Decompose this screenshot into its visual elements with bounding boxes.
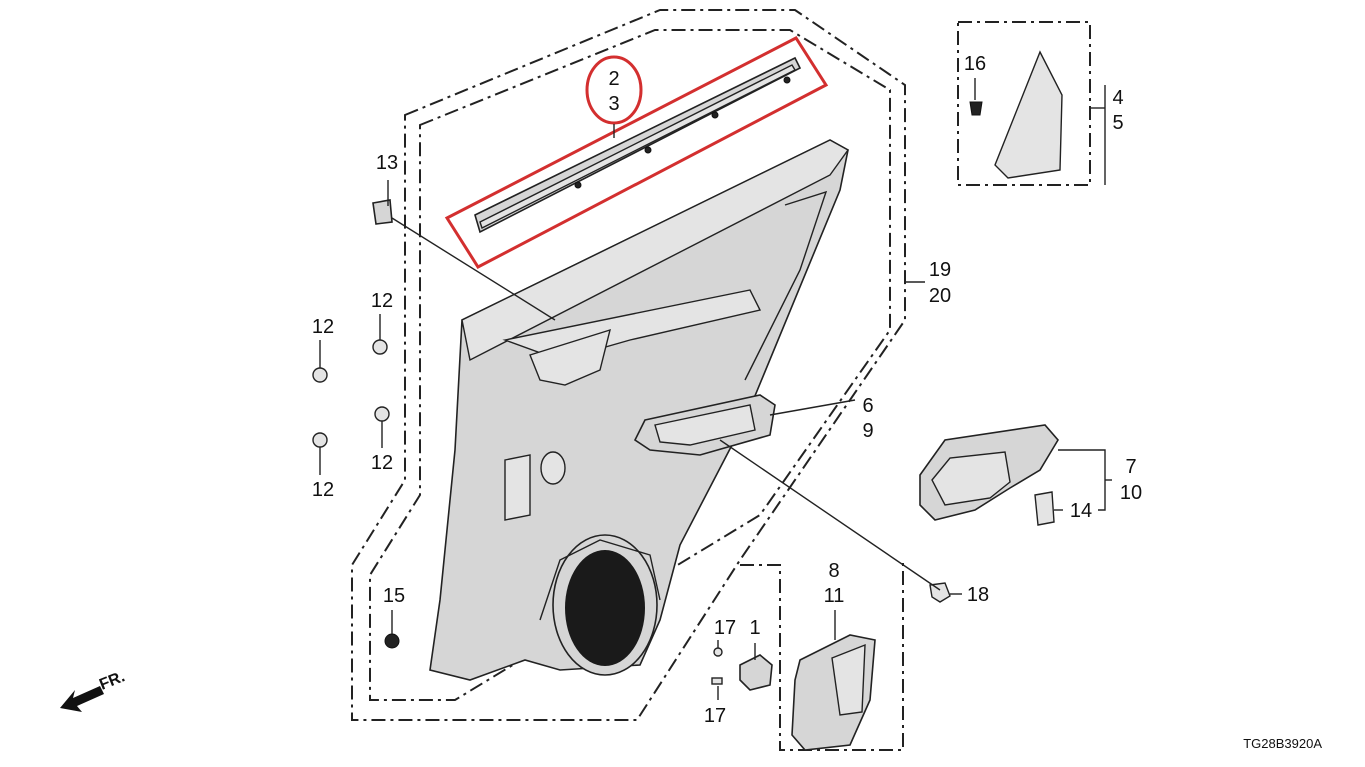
quarter-trim-box [957, 21, 1091, 186]
callout-11: 11 [824, 585, 845, 607]
inner-boundary [369, 29, 891, 701]
callout-12-d: 12 [312, 479, 334, 501]
front-arrow-icon [60, 686, 104, 712]
switch-panel [633, 394, 776, 456]
clip-12-b [372, 339, 388, 355]
callout-16: 16 [964, 53, 986, 75]
callout-10: 10 [1120, 482, 1142, 504]
callout-9: 9 [862, 420, 873, 442]
screw-17-a [713, 647, 723, 657]
weatherstrip [474, 56, 802, 234]
callout-7: 7 [1125, 456, 1136, 478]
handle-bezel [919, 424, 1059, 521]
callout-15: 15 [383, 585, 405, 607]
pocket-box [740, 560, 904, 751]
clip-13 [372, 199, 393, 225]
callout-4: 4 [1112, 87, 1123, 109]
callout-17-b: 17 [704, 705, 726, 727]
front-label: FR. [97, 668, 127, 693]
door-lining-panel [429, 139, 850, 681]
callout-2: 2 [608, 68, 619, 90]
callout-12-c: 12 [371, 452, 393, 474]
callout-6: 6 [862, 395, 873, 417]
highlight-box [444, 36, 829, 269]
callout-14: 14 [1070, 500, 1092, 522]
clip-16 [969, 101, 983, 116]
callout-18: 18 [967, 584, 989, 606]
bracket-1 [739, 654, 773, 691]
screw-17-b [711, 677, 723, 685]
callout-19: 19 [929, 259, 951, 281]
callout-12-a: 12 [312, 316, 334, 338]
clip-15 [384, 633, 400, 649]
clip-12-a [312, 367, 328, 383]
callout-17-a: 17 [714, 617, 736, 639]
leader-lines [319, 78, 1112, 700]
diagram-code: TG28B3920A [1243, 736, 1322, 751]
callout-12-b: 12 [371, 290, 393, 312]
callout-20: 20 [929, 285, 951, 307]
clip-12-d [312, 432, 328, 448]
pocket-trim [791, 634, 876, 751]
clip-12-c [374, 406, 390, 422]
clip-14 [1034, 491, 1055, 526]
callout-13: 13 [376, 152, 398, 174]
callout-1: 1 [749, 617, 760, 639]
callout-5: 5 [1112, 112, 1123, 134]
screw-18 [929, 582, 951, 603]
quarter-trim-piece [994, 50, 1063, 179]
callout-3: 3 [608, 93, 619, 115]
highlight-circle [585, 55, 643, 125]
callout-8: 8 [828, 560, 839, 582]
assembly-boundary [351, 9, 906, 721]
